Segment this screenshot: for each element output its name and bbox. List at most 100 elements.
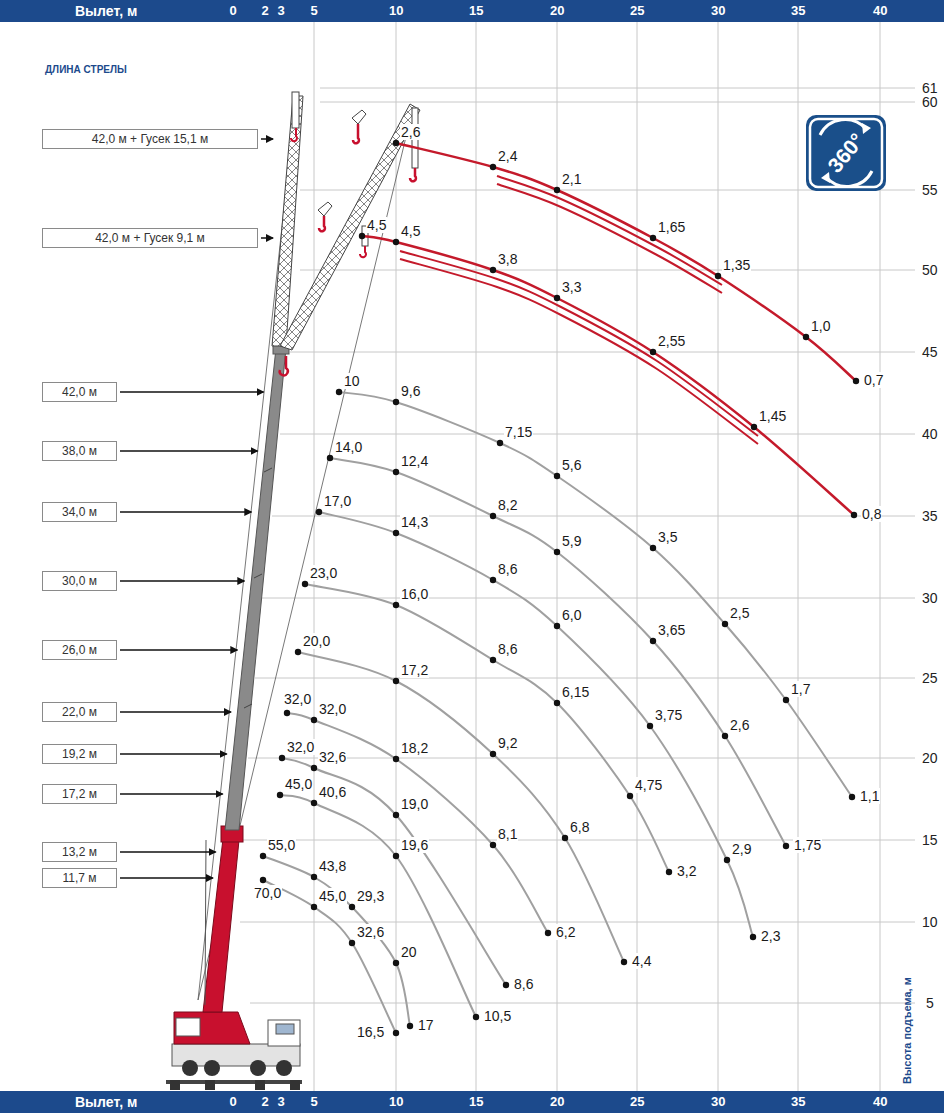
load-point xyxy=(545,930,551,936)
load-point xyxy=(849,794,855,800)
boom-load-curve xyxy=(280,795,476,1017)
load-value: 0,8 xyxy=(861,506,882,522)
axis-tick: 5 xyxy=(311,3,318,19)
load-point xyxy=(803,334,809,340)
load-value: 6,8 xyxy=(569,819,590,835)
load-value: 8,6 xyxy=(497,561,518,577)
load-value: 6,2 xyxy=(555,924,576,940)
load-value: 5,6 xyxy=(561,457,582,473)
boom-length-box: 11,7 м xyxy=(42,868,117,888)
boom-load-curve xyxy=(298,652,624,962)
axis-title: Вылет, м xyxy=(75,1094,137,1110)
load-value: 10,5 xyxy=(483,1008,512,1024)
load-value: 23,0 xyxy=(309,565,338,581)
load-point xyxy=(751,424,757,430)
axis-tick: 2 xyxy=(262,3,269,19)
load-point xyxy=(349,940,355,946)
load-point xyxy=(284,710,290,716)
load-point xyxy=(490,164,496,170)
axis-tick: 15 xyxy=(469,1094,483,1110)
pointer-arrow xyxy=(261,138,273,140)
boom-length-text: 13,2 м xyxy=(51,844,108,860)
axis-tick: 25 xyxy=(630,1094,644,1110)
height-tick: 35 xyxy=(922,508,938,524)
boom-length-text: 22,0 м xyxy=(51,704,108,720)
load-point xyxy=(393,239,399,245)
boom-length-text: 11,7 м xyxy=(51,870,108,886)
axis-tick: 25 xyxy=(630,3,644,19)
load-value: 2,3 xyxy=(760,928,781,944)
jib-curve-variant xyxy=(497,184,722,293)
load-point xyxy=(647,723,653,729)
load-point xyxy=(393,812,399,818)
load-value: 5,9 xyxy=(561,533,582,549)
load-value: 3,75 xyxy=(654,707,683,723)
load-value: 9,6 xyxy=(400,383,421,399)
load-point xyxy=(302,581,308,587)
chart-subtitle: ДЛИНА СТРЕЛЫ xyxy=(45,62,127,78)
load-value: 17,0 xyxy=(323,493,352,509)
load-value: 10 xyxy=(343,373,361,389)
rotation-icon: 360° xyxy=(806,115,886,191)
load-point xyxy=(724,857,730,863)
pointer-arrow xyxy=(120,753,227,755)
boom-load-curve xyxy=(263,880,396,1033)
load-value: 2,55 xyxy=(657,333,686,349)
load-value: 3,3 xyxy=(561,279,582,295)
boom-length-text: 17,2 м xyxy=(51,786,108,802)
bottom-band xyxy=(0,1091,944,1113)
load-value: 19,0 xyxy=(400,796,429,812)
load-value: 43,8 xyxy=(318,858,347,874)
load-value: 2,4 xyxy=(497,148,518,164)
load-value: 12,4 xyxy=(400,453,429,469)
height-tick: 55 xyxy=(922,182,938,198)
axis-tick: 35 xyxy=(791,1094,805,1110)
load-value: 17,2 xyxy=(400,662,429,678)
load-point xyxy=(783,843,789,849)
load-value: 3,8 xyxy=(497,251,518,267)
load-point xyxy=(393,1030,399,1036)
load-value: 8,6 xyxy=(497,641,518,657)
height-tick: 15 xyxy=(922,832,938,848)
load-point xyxy=(851,512,857,518)
load-point xyxy=(783,697,789,703)
boom-length-text: 30,0 м xyxy=(51,573,108,589)
axis-tick: 2 xyxy=(262,1094,269,1110)
boom-load-curve xyxy=(263,856,410,1026)
height-tick: 10 xyxy=(922,914,938,930)
load-value: 32,6 xyxy=(318,749,347,765)
load-value: 0,7 xyxy=(863,372,884,388)
height-tick: 61 xyxy=(922,80,938,96)
boom-load-curve xyxy=(339,392,852,797)
load-point xyxy=(562,835,568,841)
load-value: 6,15 xyxy=(561,684,590,700)
load-point xyxy=(393,399,399,405)
load-point xyxy=(554,549,560,555)
load-value: 1,1 xyxy=(859,788,880,804)
load-point xyxy=(554,295,560,301)
load-point xyxy=(650,545,656,551)
load-value: 14,3 xyxy=(400,514,429,530)
load-value: 1,65 xyxy=(657,219,686,235)
boom-length-text: 38,0 м xyxy=(51,443,108,459)
axis-tick: 0 xyxy=(230,1094,237,1110)
load-point xyxy=(359,233,365,239)
load-value: 16,0 xyxy=(400,586,429,602)
load-value: 1,0 xyxy=(810,318,831,334)
axis-tick: 3 xyxy=(278,3,285,19)
boom-load-curve xyxy=(282,758,506,985)
boom-length-text: 42,0 м + Гусек 15,1 м xyxy=(51,131,249,147)
axis-title: Вылет, м xyxy=(75,3,137,19)
boom-load-curve xyxy=(287,713,548,933)
load-point xyxy=(503,982,509,988)
load-value: 3,65 xyxy=(657,622,686,638)
load-value: 20,0 xyxy=(302,633,331,649)
load-value: 2,6 xyxy=(400,124,421,140)
load-point xyxy=(554,473,560,479)
load-point xyxy=(490,513,496,519)
axis-title-vertical: Высота подъема, м xyxy=(899,977,915,1084)
load-point xyxy=(336,389,342,395)
rotation-text: 360° xyxy=(811,115,881,192)
